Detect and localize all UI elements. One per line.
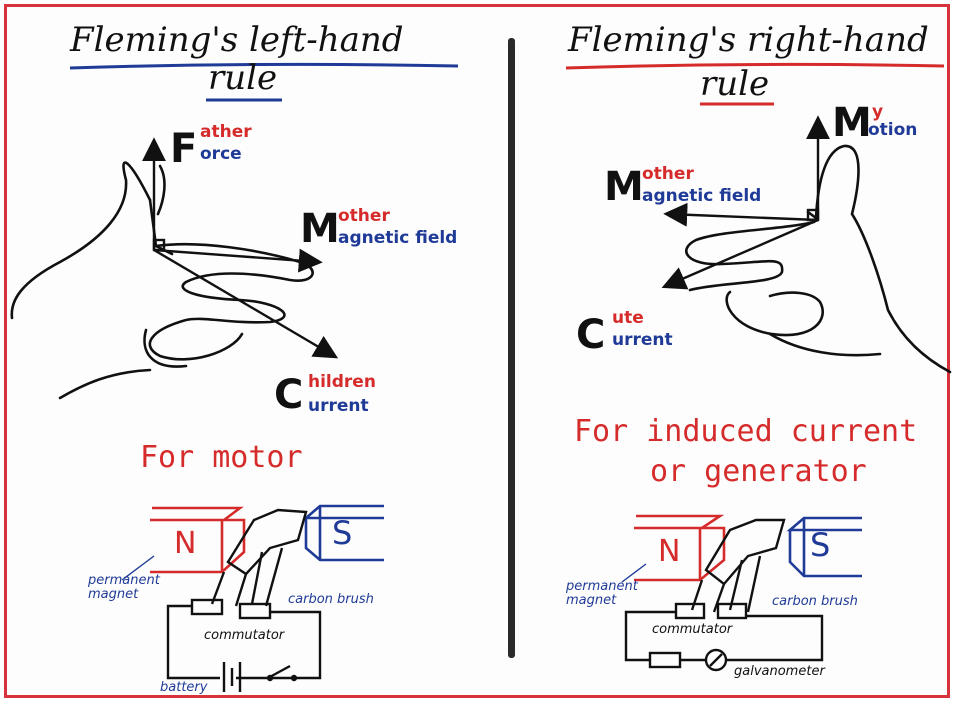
right-motion-initial: M: [832, 100, 872, 146]
right-carbon-brush-label: carbon brush: [772, 594, 858, 609]
left-hand-drawing: [10, 161, 314, 400]
left-north-label: N: [174, 526, 197, 561]
left-permanent-magnet-label: permanent magnet: [88, 573, 160, 602]
right-pm-leader: [621, 563, 647, 583]
right-field-label: agnetic field: [642, 186, 762, 206]
left-battery-label: battery: [160, 680, 208, 695]
center-divider: [508, 38, 515, 658]
right-hand-drawing: [685, 144, 952, 374]
left-title-underline: [69, 62, 459, 70]
right-permanent-magnet-label: permanent magnet: [566, 579, 638, 608]
right-motion-label: otion: [868, 120, 918, 140]
left-current-initial: C: [274, 372, 304, 418]
left-use-caption: For motor: [140, 440, 303, 475]
left-north-magnet: [150, 506, 246, 574]
right-current-label: urrent: [612, 330, 673, 350]
right-current-mnemonic: ute: [612, 308, 644, 328]
right-use-caption-2: or generator: [650, 454, 867, 489]
left-force-initial: F: [170, 126, 198, 172]
right-north-label: N: [658, 534, 681, 569]
left-armature: [166, 508, 322, 692]
left-current-mnemonic: hildren: [308, 372, 376, 392]
right-armature: [624, 518, 824, 672]
left-force-mnemonic: ather: [200, 122, 252, 142]
right-galvanometer-label: galvanometer: [734, 664, 825, 679]
right-commutator-label: commutator: [652, 622, 733, 637]
left-carbon-brush-label: carbon brush: [288, 592, 374, 607]
right-field-mnemonic: other: [642, 164, 694, 184]
left-pm-leader: [121, 555, 155, 581]
left-current-label: urrent: [308, 396, 369, 416]
left-commutator-label: commutator: [204, 628, 285, 643]
right-south-label: S: [810, 526, 831, 564]
right-field-initial: M: [604, 164, 644, 210]
right-vectors: [661, 115, 830, 290]
left-field-label: agnetic field: [338, 228, 458, 248]
left-field-mnemonic: other: [338, 206, 390, 226]
left-title: Fleming's left-hand: [70, 20, 404, 60]
left-south-label: S: [332, 514, 353, 552]
right-motion-mnemonic: y: [872, 102, 884, 122]
right-title-rule: rule: [700, 64, 770, 104]
poster-frame: [4, 4, 950, 698]
left-title-rule: rule: [208, 58, 278, 98]
left-field-initial: M: [300, 206, 340, 252]
left-force-label: orce: [200, 144, 242, 164]
right-south-magnet: [786, 516, 862, 578]
left-vectors: [142, 137, 339, 359]
right-title: Fleming's right-hand: [568, 20, 929, 60]
right-use-caption-1: For induced current: [574, 414, 918, 449]
right-title-underline: [565, 62, 945, 70]
right-north-magnet: [634, 514, 726, 582]
right-current-initial: C: [576, 312, 606, 358]
left-south-magnet: [302, 504, 384, 562]
